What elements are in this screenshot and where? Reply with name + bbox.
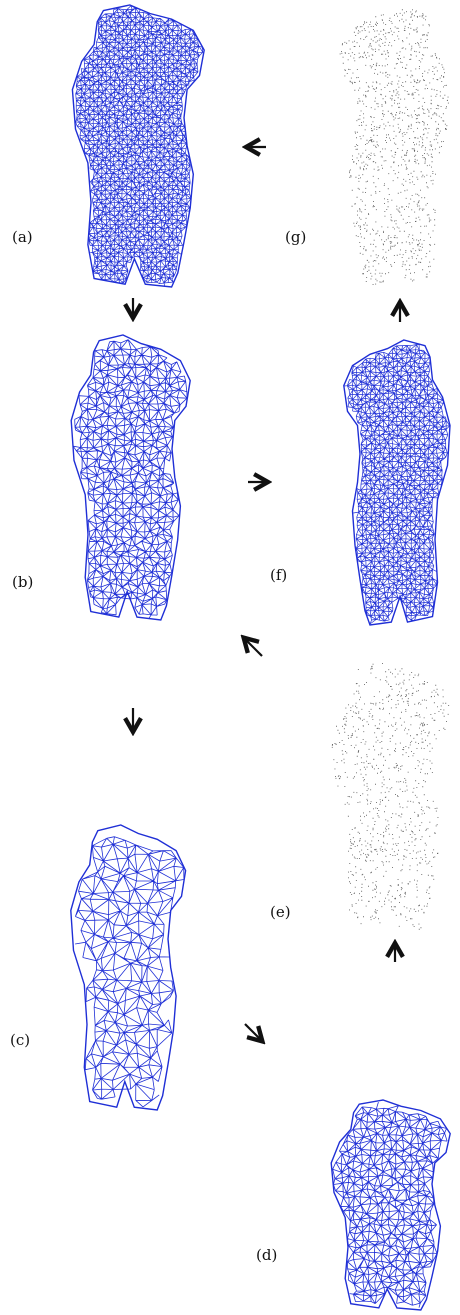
label-c: (c) [10,1031,30,1049]
wireframe-mesh [333,1102,447,1308]
label-f: (f) [270,566,287,584]
label-a: (a) [12,228,33,246]
label-d: (d) [256,1246,277,1264]
label-e: (e) [270,903,291,921]
panel-e-point-cloud [332,663,449,930]
panel-d-medium-mesh [331,1100,450,1310]
point-cloud-samples [332,663,449,930]
panel-g-point-cloud [340,9,449,285]
label-b: (b) [12,573,33,591]
panel-a-dense-mesh [72,5,204,287]
arrow-c-to-d [245,1024,261,1040]
panel-b-medium-mesh [71,335,190,620]
panel-c-coarse-mesh [71,825,186,1110]
point-cloud-samples [340,9,449,285]
wireframe-mesh [73,340,187,619]
label-g: (g) [285,228,306,246]
panel-f-dense-mesh [344,340,450,625]
arrow-e-to-b [245,639,262,656]
